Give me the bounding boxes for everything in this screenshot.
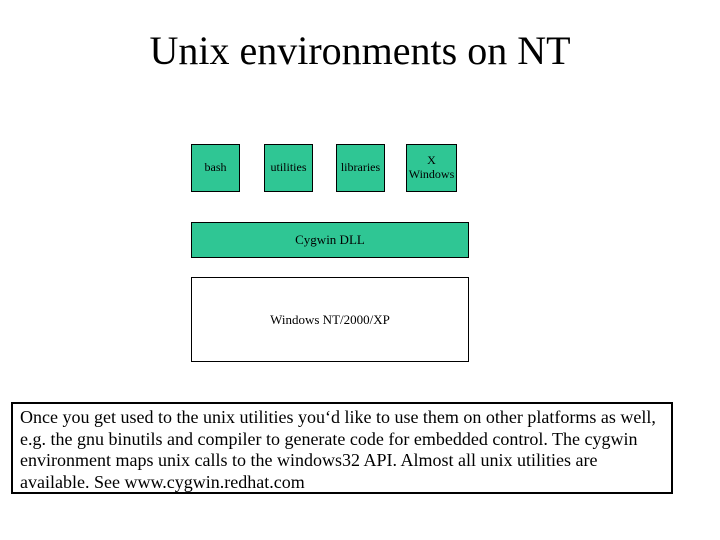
diagram-box-libraries: libraries (336, 144, 385, 192)
note-line: Once you get used to the unix utilities … (20, 407, 656, 427)
diagram-box-utilities: utilities (264, 144, 313, 192)
slide-title: Unix environments on NT (149, 28, 571, 73)
note-line: environment maps unix calls to the windo… (20, 450, 598, 470)
note-line: available. See www.cygwin.redhat.com (20, 471, 305, 492)
note-line: e.g. the gnu binutils and compiler to ge… (20, 428, 638, 449)
diagram-box-libraries-label: libraries (340, 160, 381, 175)
diagram-box-bash-label: bash (204, 160, 227, 175)
diagram-bar-cygwin-dll-label: Cygwin DLL (295, 232, 365, 247)
diagram-box-x-windows: X Windows (406, 144, 457, 192)
note-text-box: Once you get used to the unix utilities … (11, 402, 673, 494)
diagram-box-windows-nt-label: Windows NT/2000/XP (270, 311, 390, 327)
diagram-box-bash: bash (191, 144, 240, 192)
diagram-box-x-windows-label: X Windows (408, 153, 455, 181)
diagram-box-windows-nt: Windows NT/2000/XP (191, 277, 469, 362)
diagram-bar-cygwin-dll: Cygwin DLL (191, 222, 469, 258)
diagram-box-utilities-label: utilities (270, 160, 307, 175)
